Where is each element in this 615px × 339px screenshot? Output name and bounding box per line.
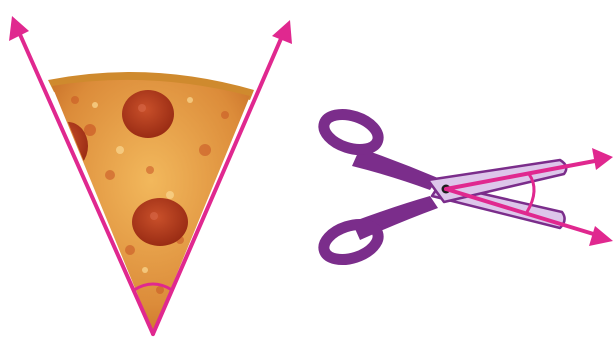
- pizza-slice-icon: [48, 72, 254, 332]
- arrow-head-icon: [9, 16, 29, 41]
- arrow-head-icon: [592, 148, 613, 170]
- pepperoni: [122, 90, 174, 138]
- scissors-figure: [319, 108, 613, 266]
- scissors-icon: [319, 108, 566, 266]
- pizza-slice-figure: [9, 16, 292, 334]
- scissors-ray-lower: [446, 189, 600, 236]
- pepperoni: [132, 198, 188, 246]
- arrow-head-icon: [589, 226, 613, 246]
- scissors-upper-ring: [319, 108, 382, 156]
- scissors-lower-ring: [319, 218, 382, 266]
- scissors-lower-arm: [352, 196, 438, 240]
